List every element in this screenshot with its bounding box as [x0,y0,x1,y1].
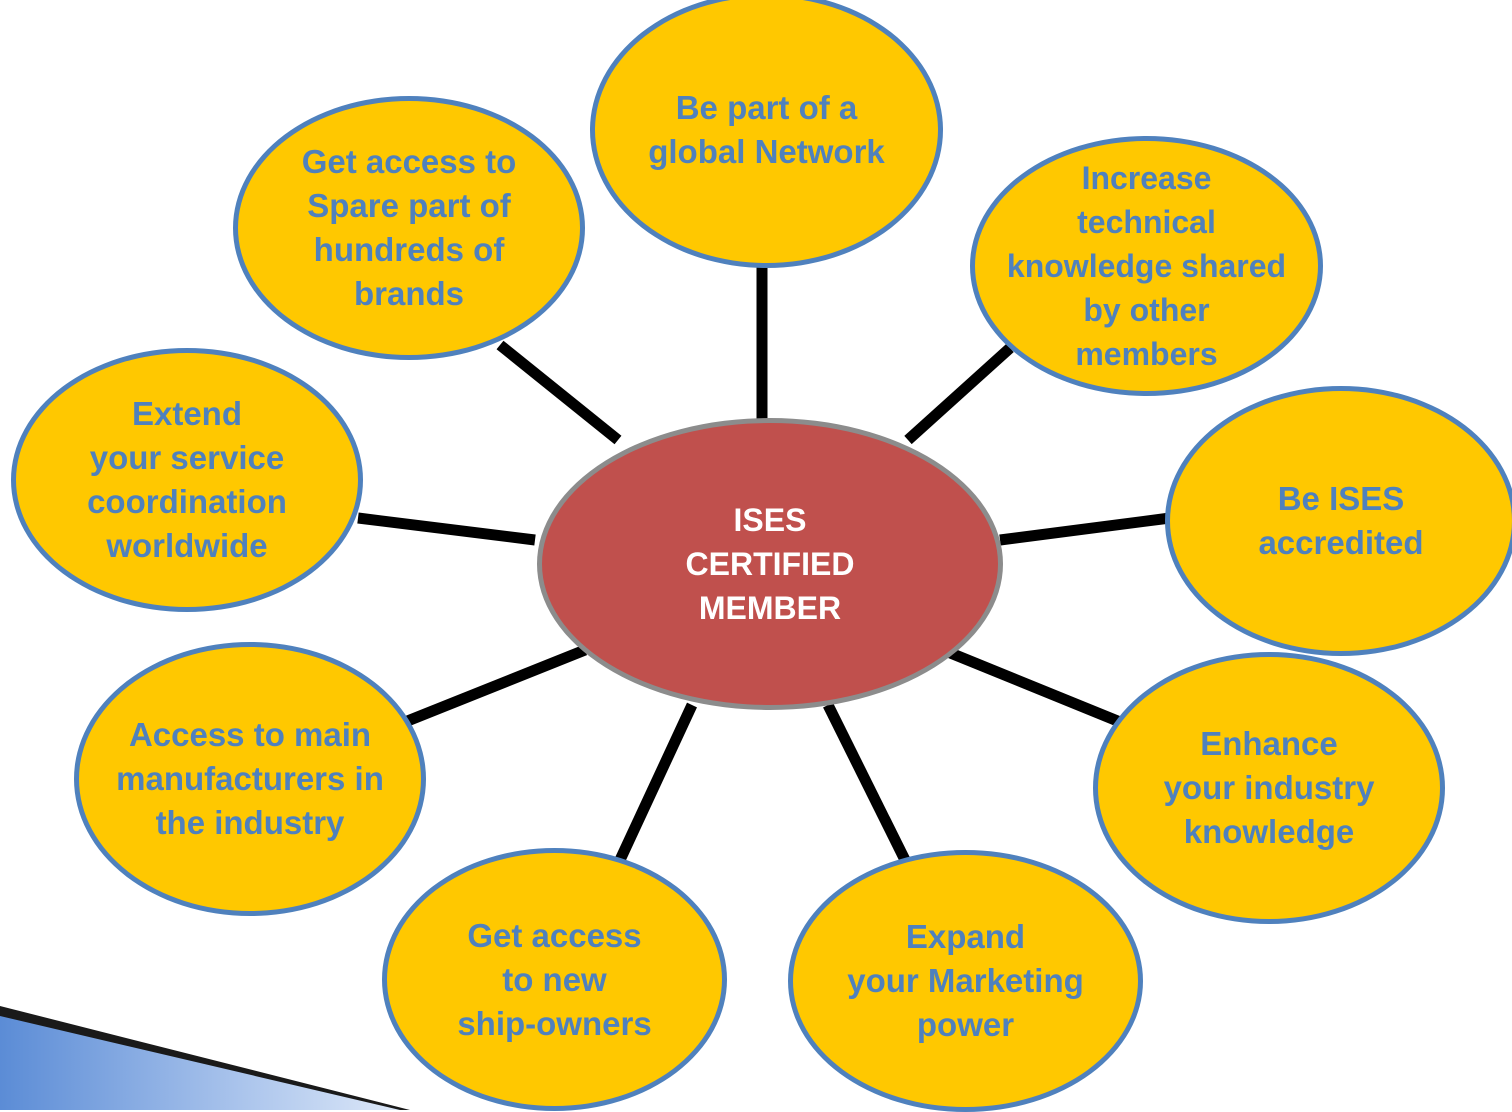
connector-line [999,512,1171,546]
benefit-label: Extend your service coordination worldwi… [87,395,287,564]
connector-line [402,644,588,728]
connector-line [615,702,697,863]
benefit-bubble-service-coordination: Extend your service coordination worldwi… [11,348,363,612]
center-node-ises-certified-member: ISES CERTIFIED MEMBER [537,418,1003,710]
center-node-label: ISES CERTIFIED MEMBER [685,502,855,626]
benefit-label: Increase technical knowledge shared by o… [1006,160,1287,372]
benefit-bubble-spare-parts: Get access to Spare part of hundreds of … [233,96,585,360]
benefit-label: Get access to new ship-owners [457,916,652,1042]
connector-line [823,702,910,863]
connector-line [357,512,536,546]
benefit-bubble-technical-knowledge: Increase technical knowledge shared by o… [970,136,1323,396]
benefit-label: Access to main manufacturers in the indu… [116,716,384,841]
benefit-label: Expand your Marketing power [847,918,1084,1043]
connector-line [945,646,1123,728]
benefit-bubble-main-manufacturers: Access to main manufacturers in the indu… [74,642,426,916]
benefit-label: Be part of a global Network [648,89,885,170]
connector-line [904,343,1014,445]
benefit-label: Be ISES accredited [1258,480,1424,561]
benefit-bubble-marketing-power: Expand your Marketing power [788,850,1143,1112]
benefit-label: Enhance your industry knowledge [1163,725,1375,850]
benefit-label: Get access to Spare part of hundreds of … [301,143,517,312]
connector-line [496,340,622,445]
benefit-bubble-new-ship-owners: Get access to new ship-owners [382,848,727,1111]
benefit-bubble-ises-accredited: Be ISES accredited [1165,386,1512,656]
benefit-bubble-industry-knowledge: Enhance your industry knowledge [1093,652,1445,924]
benefit-bubble-global-network: Be part of a global Network [590,0,943,268]
